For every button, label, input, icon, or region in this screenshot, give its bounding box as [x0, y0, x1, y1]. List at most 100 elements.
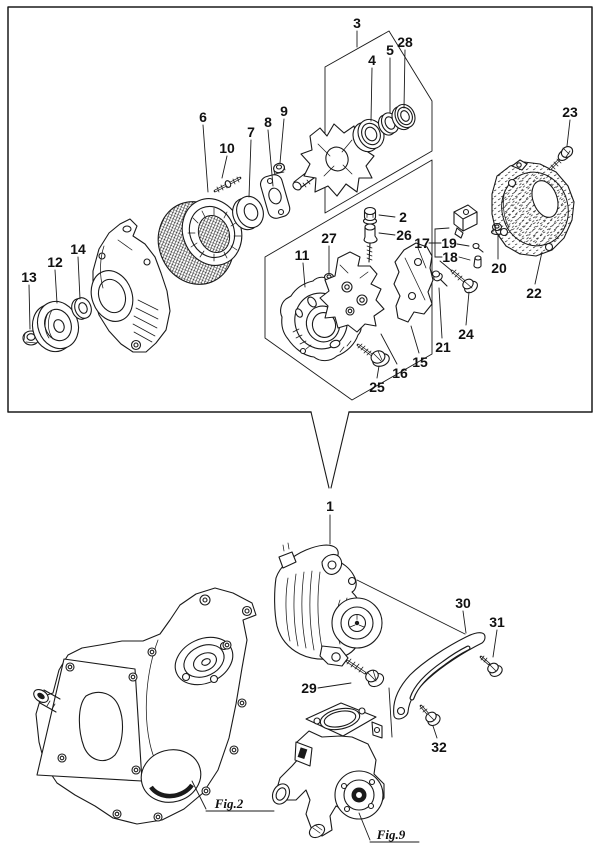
zone-rear-bracket-group	[264, 159, 433, 401]
callout-leader-line	[438, 287, 443, 339]
callout-leader-line	[380, 333, 398, 365]
part-2-terminal-nut	[362, 206, 378, 225]
callout-number: 16	[392, 365, 408, 381]
callout-leader-line	[378, 214, 396, 218]
callout-leader-line	[317, 682, 352, 689]
callout-number: 8	[264, 114, 272, 130]
part-front-bracket	[90, 218, 171, 353]
part-21-screw	[431, 270, 448, 287]
assembly-1-alternator	[274, 542, 383, 667]
callout-number: 24	[458, 326, 474, 342]
callout-10: 10	[219, 140, 235, 179]
callout-number: 20	[491, 260, 507, 276]
part-14-spacer	[71, 297, 92, 320]
callout-leader-line	[370, 67, 373, 122]
callout-number: 29	[301, 680, 317, 696]
callout-26: 26	[378, 227, 412, 243]
part-18-spacer	[473, 255, 482, 269]
callout-5: 5	[386, 42, 394, 114]
panel-border	[7, 6, 593, 413]
figure-ref-fig-9: Fig.9	[358, 812, 420, 843]
part-10-stud	[213, 176, 242, 193]
callout-leader-line	[462, 610, 467, 634]
callout-bracket-line	[458, 256, 471, 261]
callout-24: 24	[458, 291, 474, 342]
callout-leader-line	[410, 325, 420, 354]
inset-panel	[7, 6, 593, 489]
callout-6: 6	[199, 109, 209, 193]
part-32-bolt	[419, 704, 441, 727]
part-19-screw	[472, 242, 484, 253]
callout-number: 6	[199, 109, 207, 125]
callout-number: 10	[219, 140, 235, 156]
callout-13: 13	[21, 269, 37, 330]
callout-number: 11	[295, 247, 310, 263]
part-26-insulator	[363, 223, 378, 263]
callout-leader-line	[376, 365, 380, 379]
callout-leader-line	[302, 262, 306, 288]
callout-number: 31	[489, 614, 505, 630]
callout-14: 14	[70, 241, 86, 300]
callout-leader-line	[378, 232, 396, 236]
callout-leader-line	[202, 124, 209, 193]
callout-15: 15	[410, 325, 428, 370]
callout-layer: 1234567891011121314151617181920212223242…	[21, 15, 578, 843]
callout-7: 7	[247, 124, 255, 198]
callout-27: 27	[321, 230, 337, 274]
callout-leader-line	[403, 49, 406, 109]
callout-number: 12	[47, 254, 63, 270]
callout-12: 12	[47, 254, 63, 304]
part-28-bearing	[391, 103, 416, 131]
part-7-bearing	[232, 195, 264, 231]
callout-leader-line	[248, 139, 252, 198]
callout-4: 4	[368, 52, 376, 122]
callout-number: 28	[397, 34, 413, 50]
callout-32: 32	[431, 725, 447, 755]
callout-leader-line	[465, 291, 470, 326]
callout-number: 21	[435, 339, 451, 355]
callout-number: 19	[441, 235, 457, 251]
callout-bracket-line	[456, 243, 470, 247]
callout-number: 32	[431, 739, 447, 755]
callout-22: 22	[526, 251, 543, 301]
part-8-retainer-plate	[259, 174, 291, 219]
callout-number: 14	[70, 241, 86, 257]
figure-2-timing-gear-cover	[33, 587, 257, 825]
callout-28: 28	[397, 34, 413, 109]
callout-number: 25	[369, 379, 385, 395]
callout-20: 20	[491, 233, 507, 276]
callout-2: 2	[378, 209, 407, 225]
callout-leader-line	[534, 251, 543, 285]
callout-1: 1	[326, 498, 334, 545]
callout-bracket-line	[434, 227, 450, 230]
callout-9: 9	[279, 103, 288, 164]
part-6-stator	[157, 198, 243, 285]
part-24-bolt	[439, 260, 478, 294]
callout-8: 8	[264, 114, 274, 187]
part-4-bearing	[352, 118, 385, 153]
callout-leader-line	[28, 284, 31, 330]
part-12-pulley	[31, 300, 80, 353]
figure-ref-leader	[191, 780, 207, 810]
callout-31: 31	[489, 614, 505, 658]
part-29-bolt	[345, 658, 385, 688]
part-22-rear-cover	[491, 159, 575, 257]
part-23-bolt	[548, 146, 574, 171]
callout-number: 5	[386, 42, 394, 58]
figure-9-water-pump	[271, 702, 385, 839]
callout-number: 4	[368, 52, 376, 68]
part-31-bolt	[479, 655, 503, 677]
callout-3: 3	[353, 15, 361, 48]
figure-ref-label: Fig.2	[214, 796, 244, 811]
funnel-pointer	[310, 411, 350, 489]
callout-number: 22	[526, 285, 542, 301]
cover-bolt-bosses	[57, 640, 247, 822]
part-9-nut	[273, 162, 286, 176]
part-25-bolt	[356, 343, 390, 367]
callout-leader-line	[221, 155, 228, 179]
callout-30: 30	[455, 595, 471, 634]
callout-number: 18	[442, 249, 458, 265]
figure-ref-fig-2: Fig.2	[191, 780, 275, 812]
